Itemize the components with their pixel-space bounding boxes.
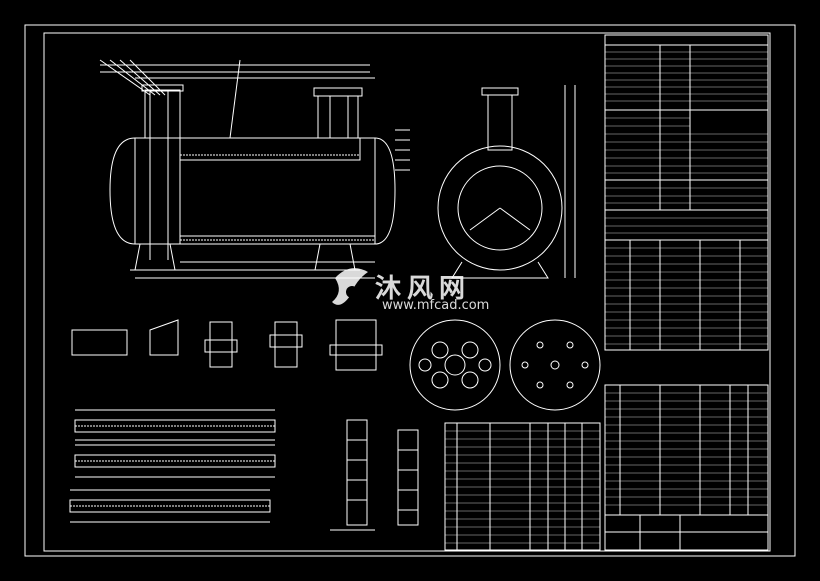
parts-list-right (604, 384, 769, 516)
parts-right-rows (605, 392, 768, 506)
tech-table-rows (605, 51, 768, 345)
tech-data-table (604, 34, 769, 351)
watermark-url: www.mfcad.com (382, 298, 490, 313)
tube-sheet-views (409, 319, 601, 411)
parts-list-bottom (444, 422, 601, 551)
inner-frame (43, 32, 771, 552)
vessel-side-view (99, 59, 410, 279)
outer-frame (24, 24, 796, 557)
parts-bottom-rows (445, 430, 600, 544)
ladder-view (330, 419, 419, 531)
title-block (604, 514, 769, 551)
watermark-brand: 沐风网 (375, 274, 472, 304)
tube-bundle-views (69, 409, 276, 523)
watermark-logo-icon (332, 268, 368, 305)
detail-views (71, 319, 383, 371)
vessel-end-view (437, 85, 576, 279)
